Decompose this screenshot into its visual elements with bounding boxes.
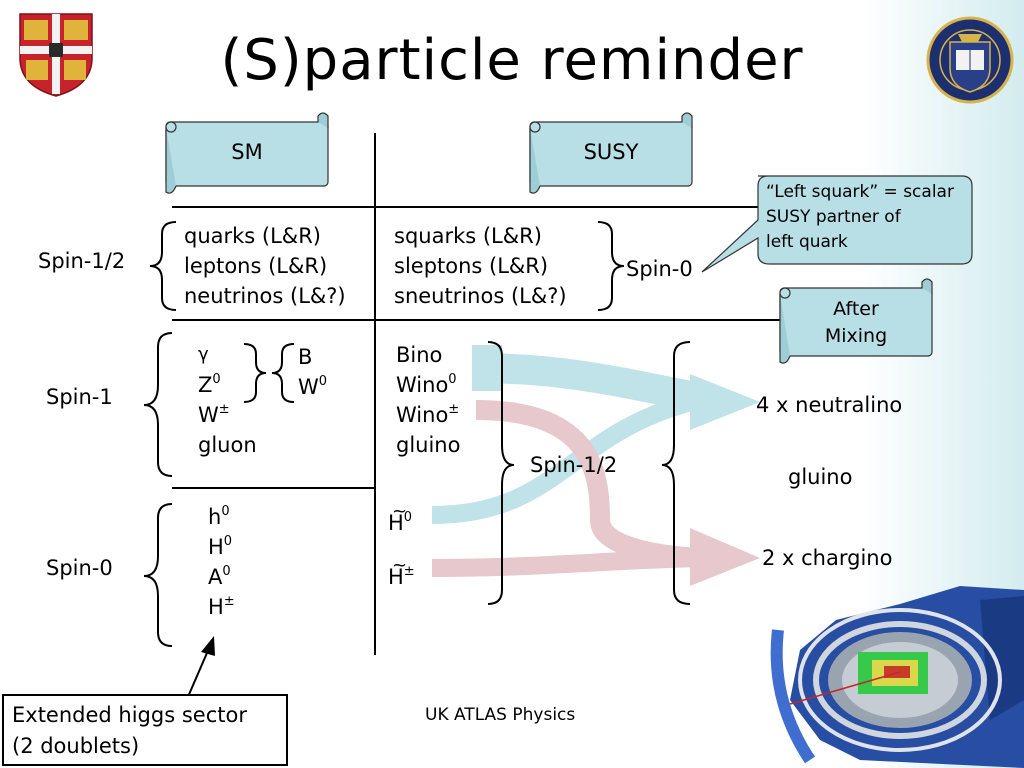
list-item: sneutrinos (L&?) bbox=[394, 284, 567, 308]
list-item: γ bbox=[198, 344, 209, 365]
cambridge-crest-logo bbox=[19, 13, 93, 97]
list-item: H0 bbox=[208, 534, 233, 559]
callout-line: left quark bbox=[766, 232, 848, 252]
sm-boson-list: γ Z0 W± gluon bbox=[198, 340, 257, 460]
header-susy: SUSY bbox=[583, 140, 639, 164]
footer-text: UK ATLAS Physics bbox=[425, 705, 576, 725]
spin-zero-right-label: Spin-0 bbox=[626, 257, 693, 281]
blue-band-bino bbox=[471, 353, 703, 413]
list-item: A0 bbox=[208, 564, 231, 589]
list-item: B bbox=[298, 345, 313, 369]
list-item: Wino0 bbox=[396, 372, 457, 397]
oxford-seal-logo bbox=[926, 16, 1014, 104]
brace-spin-zero-left bbox=[143, 503, 173, 647]
spin-half-mid-label: Spin-1/2 bbox=[530, 453, 618, 477]
susy-sfermion-list: squarks (L&R) sleptons (L&R) sneutrinos … bbox=[394, 221, 567, 311]
blue-band-higgsino bbox=[431, 391, 703, 524]
page-title: (S)particle reminder bbox=[220, 28, 804, 93]
scroll-susy bbox=[529, 112, 693, 194]
callout-bubble bbox=[701, 175, 973, 273]
gaugino-list: Bino Wino0 Wino± gluino bbox=[396, 340, 460, 460]
list-item: H± bbox=[208, 594, 235, 619]
scroll-sm bbox=[165, 112, 329, 194]
list-item: squarks (L&R) bbox=[394, 224, 542, 248]
atlas-detector-image bbox=[770, 586, 1024, 768]
result-gluino: gluino bbox=[788, 465, 853, 489]
after-mixing-line: Mixing bbox=[824, 325, 888, 347]
unmixed-boson-list: B W0 bbox=[298, 342, 327, 402]
mixing-arrows bbox=[431, 345, 760, 586]
callout-line: “Left squark” = scalar bbox=[766, 182, 954, 202]
scroll-after-mixing bbox=[779, 278, 933, 364]
pink-arrow-head bbox=[690, 528, 760, 586]
sm-fermion-list: quarks (L&R) leptons (L&R) neutrinos (L&… bbox=[184, 221, 346, 311]
list-item: neutrinos (L&?) bbox=[184, 284, 346, 308]
brace-b-w bbox=[271, 343, 295, 403]
higgs-box-line: (2 doublets) bbox=[12, 734, 140, 758]
list-item: h0 bbox=[208, 504, 230, 529]
list-item: Wino± bbox=[396, 402, 460, 427]
higgsino-neutral: ~H0 bbox=[388, 501, 413, 535]
brace-spin-half-right bbox=[597, 221, 625, 311]
list-item: gluon bbox=[198, 433, 257, 457]
blue-arrow-head bbox=[690, 374, 760, 430]
blue-band-left bbox=[472, 345, 502, 391]
brace-spin-half-left bbox=[149, 221, 177, 311]
pink-band-wino bbox=[475, 400, 701, 568]
spin-half-left-label: Spin-1/2 bbox=[38, 249, 126, 273]
header-sm: SM bbox=[231, 140, 263, 164]
higgsino-charged: ~H± bbox=[388, 555, 415, 589]
list-item: W0 bbox=[298, 374, 328, 399]
list-item: quarks (L&R) bbox=[184, 224, 321, 248]
callout-line: SUSY partner of bbox=[766, 207, 901, 227]
list-item: W± bbox=[198, 402, 230, 427]
after-mixing-label: After Mixing bbox=[780, 296, 932, 350]
spin-one-left-label: Spin-1 bbox=[46, 385, 113, 409]
after-mixing-line: After bbox=[833, 298, 879, 320]
higgs-list: h0 H0 A0 H± bbox=[208, 502, 235, 622]
list-item: leptons (L&R) bbox=[184, 254, 328, 278]
list-item: gluino bbox=[396, 433, 461, 457]
list-item: Z0 bbox=[198, 372, 221, 397]
spin-zero-left-label: Spin-0 bbox=[46, 556, 113, 580]
brace-spin-one-left bbox=[143, 332, 173, 477]
higgs-box-line: Extended higgs sector bbox=[12, 703, 247, 727]
higgs-sector-box: Extended higgs sector (2 doublets) bbox=[2, 694, 288, 766]
pink-band-higgsino bbox=[431, 549, 701, 577]
braces bbox=[143, 221, 691, 647]
brace-gaugino-right bbox=[487, 341, 515, 605]
callout-text: “Left squark” = scalar SUSY partner of l… bbox=[766, 180, 954, 255]
list-item: sleptons (L&R) bbox=[394, 254, 549, 278]
pink-band-left bbox=[476, 401, 498, 419]
brace-gamma-z bbox=[243, 343, 267, 403]
table-lines bbox=[172, 133, 780, 655]
brace-result-left bbox=[661, 341, 691, 605]
result-chargino: 2 x chargino bbox=[762, 546, 893, 570]
list-item: Bino bbox=[396, 343, 443, 367]
result-neutralino: 4 x neutralino bbox=[756, 393, 903, 417]
